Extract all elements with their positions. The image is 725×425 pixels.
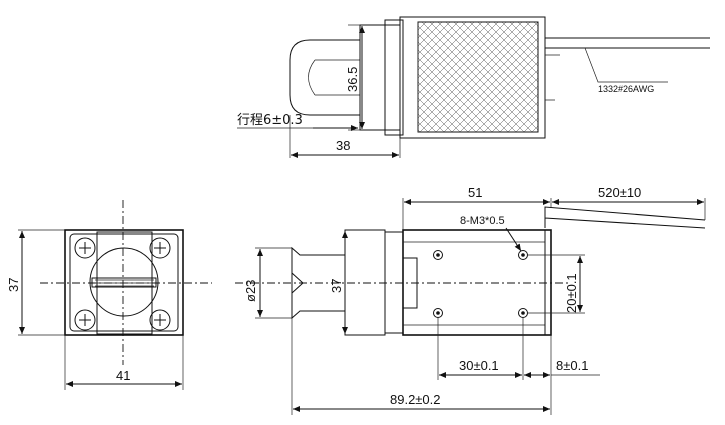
side-screw-hole-br bbox=[518, 308, 528, 318]
end-screw-top-right bbox=[149, 237, 171, 259]
dim-plunger-diameter: ø23 bbox=[243, 280, 258, 302]
side-screw-hole-bl bbox=[433, 308, 443, 318]
dim-coil-length: 51 bbox=[468, 185, 482, 200]
end-view: 37 41 bbox=[6, 200, 212, 390]
side-lead-wires bbox=[544, 206, 706, 229]
wire-label: 1332#26AWG bbox=[598, 84, 654, 94]
top-plunger bbox=[289, 39, 360, 116]
end-screw-bottom-right bbox=[149, 309, 171, 331]
side-view: ø23 37 51 520±10 8-M3*0.5 20±0.1 30±0.1 … bbox=[235, 185, 706, 415]
dim-top-height: 36.5 bbox=[345, 67, 360, 92]
end-body-outline bbox=[64, 229, 184, 336]
dim-hole-horizontal: 30±0.1 bbox=[459, 358, 499, 373]
side-plunger bbox=[291, 246, 345, 320]
end-plunger-disk bbox=[89, 247, 159, 317]
dim-hole-vertical: 20±0.1 bbox=[564, 273, 579, 313]
end-screw-top-left bbox=[74, 237, 96, 259]
dim-overall-length: 89.2±0.2 bbox=[390, 392, 441, 407]
end-screw-bottom-left bbox=[74, 309, 96, 331]
side-screw-hole-tl bbox=[433, 250, 443, 260]
screw-callout: 8-M3*0.5 bbox=[460, 215, 505, 227]
dim-end-height: 37 bbox=[6, 278, 21, 292]
side-frame-front bbox=[344, 229, 386, 336]
top-lead-wires bbox=[545, 37, 710, 101]
dim-hole-edge: 8±0.1 bbox=[556, 358, 588, 373]
dim-top-width: 38 bbox=[336, 138, 350, 153]
top-view: 1332#26AWG 36.5 行程6±0.3 38 bbox=[237, 16, 710, 158]
dim-side-height: 37 bbox=[329, 279, 344, 293]
dim-lead-length: 520±10 bbox=[598, 185, 641, 200]
stroke-note: 行程6±0.3 bbox=[237, 113, 303, 128]
side-coil-body bbox=[402, 229, 552, 336]
top-frame-plate bbox=[359, 24, 401, 131]
side-screw-hole-tr bbox=[518, 250, 528, 260]
dim-end-width: 41 bbox=[116, 368, 130, 383]
top-coil-winding bbox=[417, 21, 539, 133]
